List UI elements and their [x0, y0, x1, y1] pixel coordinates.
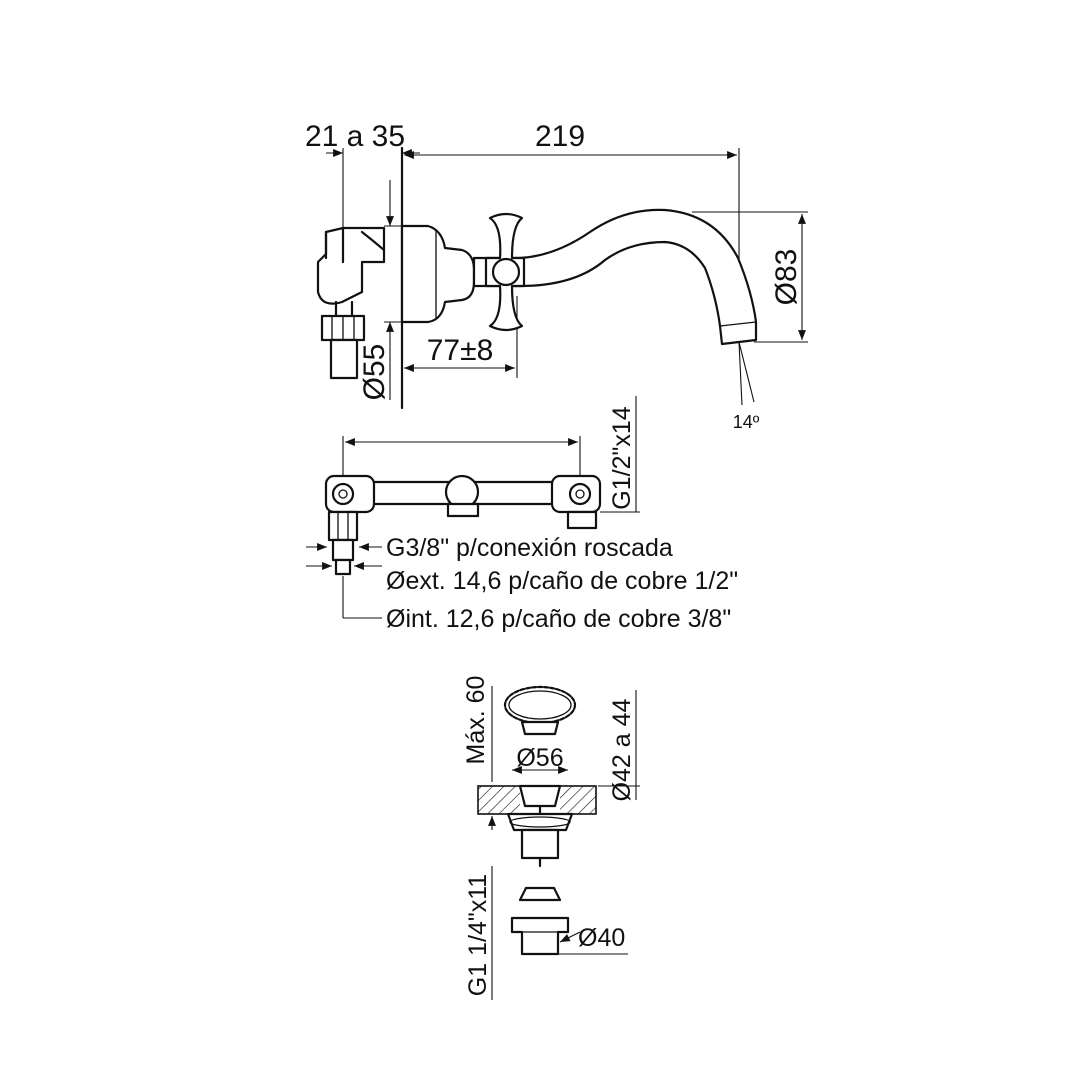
- dim-thread-text: G1/2"x14: [608, 406, 636, 509]
- dim-base-text: Ø40: [578, 924, 625, 952]
- locknut: [518, 886, 562, 902]
- spout: [472, 208, 758, 346]
- flange: [400, 224, 476, 324]
- dim-max-text: Máx. 60: [462, 676, 490, 765]
- installation-view: Ø56 Máx. 60 Ø42 a 44 G1 1/4"x11 Ø40: [462, 676, 640, 1000]
- ext-label: Øext. 14,6 p/caño de cobre 1/2": [386, 567, 738, 595]
- right-outlet: [566, 510, 598, 530]
- wall-body: [316, 226, 386, 305]
- dim-flange-text: Ø55: [358, 344, 391, 401]
- base-fitting: [510, 916, 570, 956]
- pipe-stub: [329, 338, 359, 380]
- dim-wall-text: 21 a 35: [305, 120, 405, 153]
- knob: [503, 685, 577, 725]
- thread-label: G3/8" p/conexión roscada: [386, 534, 673, 562]
- valve-stem: [520, 828, 560, 860]
- left-hex: [327, 510, 359, 542]
- dim-handle-text: Ø56: [516, 744, 563, 772]
- int-label: Øint. 12,6 p/caño de cobre 3/8": [386, 605, 731, 633]
- top-view: 21 a 35 219 Ø83 77±8 Ø55: [305, 120, 808, 432]
- dim-height-text: Ø83: [770, 249, 803, 306]
- dim-thread2-text: G1 1/4"x11: [464, 874, 492, 996]
- handle-hub: [491, 257, 521, 287]
- connection-view: G1/2"x14 G3/8" p/conexión roscada Øext. …: [306, 396, 738, 633]
- dim-length-text: 219: [535, 120, 585, 153]
- dim-projection-text: 77±8: [427, 334, 494, 367]
- dim-hole-text: Ø42 a 44: [608, 698, 636, 801]
- dim-angle-text: 14º: [733, 412, 760, 432]
